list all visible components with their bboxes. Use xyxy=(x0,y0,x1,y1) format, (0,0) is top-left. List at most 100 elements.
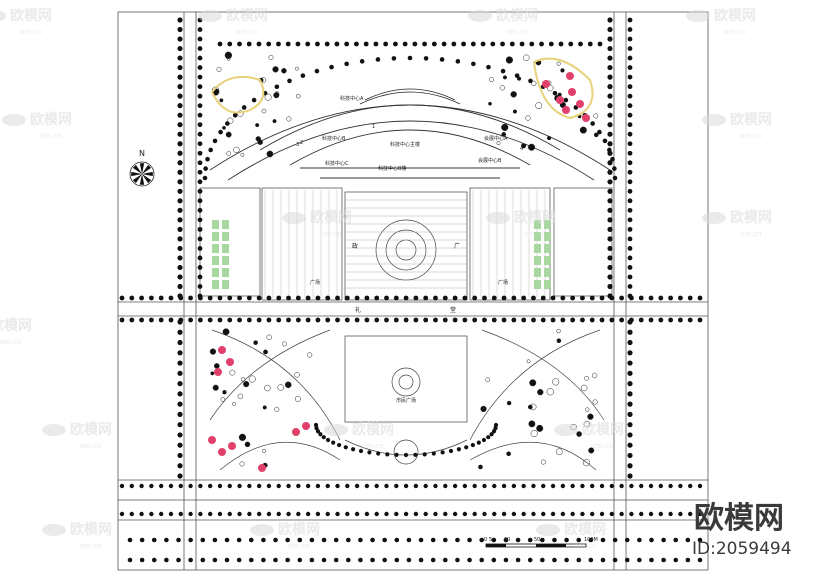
tree xyxy=(599,483,605,489)
tree xyxy=(500,68,506,74)
tree xyxy=(609,511,615,517)
lawn-cell xyxy=(534,256,541,265)
tree xyxy=(564,537,569,543)
tree xyxy=(384,483,389,489)
tree xyxy=(697,537,703,543)
tree xyxy=(433,295,438,301)
tree xyxy=(619,317,625,323)
tree xyxy=(197,179,203,185)
tree xyxy=(244,441,251,448)
central-rotunda xyxy=(375,219,437,281)
tree xyxy=(233,146,240,154)
label-plaza-east: 广场 xyxy=(498,279,508,286)
tree xyxy=(482,511,487,517)
tree xyxy=(374,295,380,301)
tree xyxy=(556,328,561,334)
tree xyxy=(546,84,554,92)
tree xyxy=(198,483,203,489)
tree xyxy=(531,295,536,301)
tree xyxy=(627,265,633,270)
tree xyxy=(590,121,595,126)
tree xyxy=(168,295,174,301)
tree xyxy=(531,483,536,489)
tree xyxy=(225,121,230,126)
tree xyxy=(237,295,242,301)
lawn-cell xyxy=(544,280,551,289)
brand-id: ID:2059494 xyxy=(692,539,792,559)
tree xyxy=(149,511,154,517)
tree xyxy=(593,132,599,138)
tree xyxy=(576,431,582,437)
tree xyxy=(177,329,183,335)
tree xyxy=(129,317,135,323)
tree xyxy=(539,41,544,47)
tree xyxy=(222,390,227,395)
tree xyxy=(207,317,213,323)
tree xyxy=(272,66,279,73)
lawn-cell xyxy=(212,232,219,241)
tree xyxy=(158,295,164,301)
tree xyxy=(177,422,183,428)
tree xyxy=(177,55,183,61)
tree xyxy=(176,557,181,563)
tree xyxy=(583,420,591,428)
brand-stamp: 欧模网 ID:2059494 xyxy=(692,501,792,559)
tree xyxy=(197,65,203,70)
tree xyxy=(627,381,633,387)
tree xyxy=(627,46,633,51)
tree xyxy=(324,41,330,47)
lawn-cell xyxy=(212,280,219,289)
tree xyxy=(550,317,556,323)
tree xyxy=(627,452,633,459)
tree xyxy=(394,483,399,489)
tree xyxy=(177,45,183,52)
tree xyxy=(423,511,428,517)
tree xyxy=(481,437,487,443)
tree xyxy=(627,179,633,185)
tree xyxy=(607,55,613,61)
tree xyxy=(560,68,565,73)
tree xyxy=(394,557,400,563)
tree xyxy=(580,483,585,489)
tree xyxy=(315,317,321,323)
tree xyxy=(197,150,203,156)
tree xyxy=(697,483,703,489)
tree xyxy=(588,537,594,543)
lawn-cell xyxy=(212,244,219,253)
tree xyxy=(350,447,356,452)
tree xyxy=(334,41,340,47)
south-fountain xyxy=(391,367,421,397)
tree xyxy=(531,511,536,517)
tree xyxy=(177,401,183,407)
flowering-tree xyxy=(218,448,226,456)
tree xyxy=(345,511,350,517)
tree xyxy=(148,295,154,301)
tree xyxy=(226,151,232,156)
tree xyxy=(393,295,399,301)
tree xyxy=(158,483,164,489)
tree xyxy=(177,473,183,479)
tree xyxy=(214,363,220,369)
lawn-cell xyxy=(534,268,541,277)
tree xyxy=(413,452,418,457)
tree xyxy=(511,511,517,517)
tree xyxy=(515,557,521,563)
tree xyxy=(430,557,436,563)
tree xyxy=(197,112,203,118)
tree xyxy=(188,317,193,323)
tree xyxy=(639,483,644,489)
tree xyxy=(486,64,491,70)
tree xyxy=(649,537,654,543)
tree xyxy=(119,511,125,517)
svg-text:om.cn: om.cn xyxy=(740,230,762,238)
tree xyxy=(318,432,323,437)
svg-text:欧模网: 欧模网 xyxy=(352,421,394,438)
tree xyxy=(609,483,615,489)
tree xyxy=(527,557,533,563)
tree xyxy=(305,483,311,489)
tree xyxy=(607,198,613,204)
label-center-b: 科技中心B xyxy=(322,135,346,142)
tree xyxy=(177,74,183,80)
green-lawn-cells xyxy=(212,220,551,289)
